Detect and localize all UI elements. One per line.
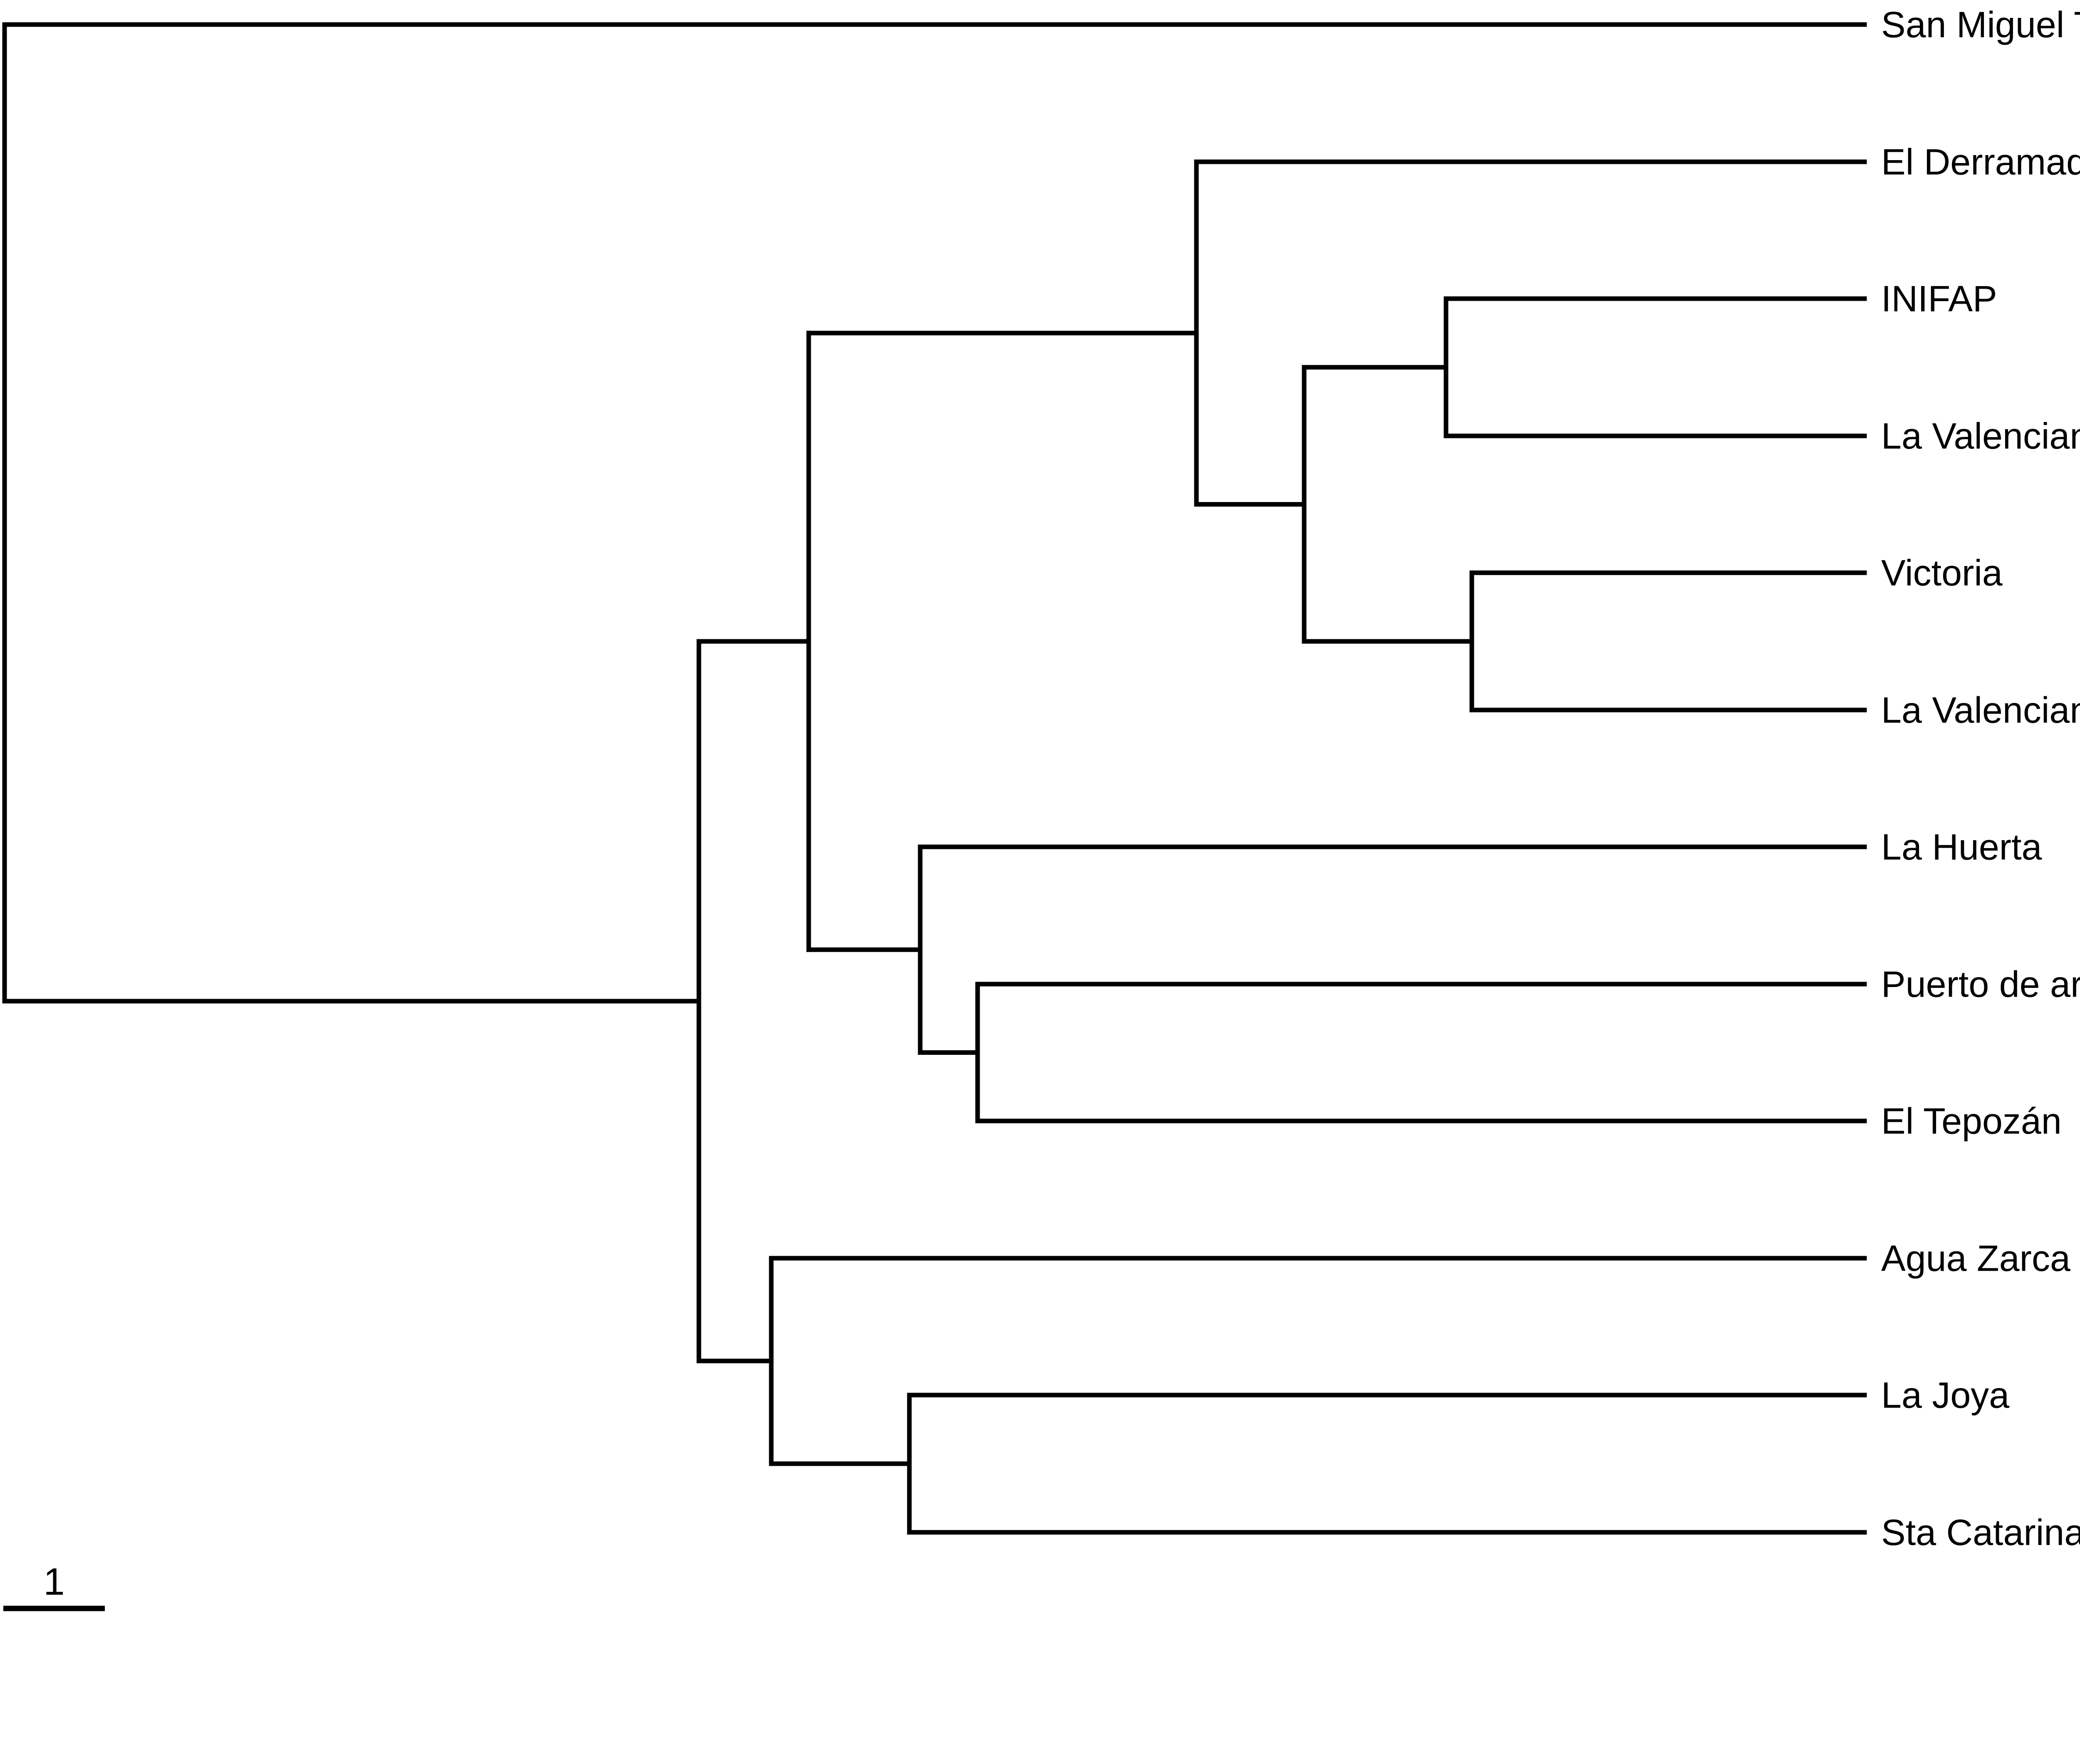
tree-branches: [2, 22, 1867, 1535]
scale-bar-label: 1: [43, 1561, 64, 1603]
taxon-label: Victoria: [1881, 552, 2003, 594]
taxon-label: La Joya: [1881, 1375, 2009, 1416]
tip-labels: San Miguel Tlaixpan El DerramaderoINIFAP L…: [1881, 4, 2080, 1553]
taxon-label: La Huerta: [1881, 826, 2042, 868]
taxon-label: El Derramadero: [1881, 141, 2080, 183]
taxon-label: INIFAP: [1881, 278, 1997, 319]
taxon-label: La Valenciana2: [1881, 416, 2080, 457]
taxon-label: Agua Zarca: [1881, 1238, 2070, 1279]
taxon-label: Puerto de ardillas: [1881, 964, 2080, 1005]
taxon-label: Sta Catarina del Monte: [1881, 1512, 2080, 1553]
taxon-label: La Valenciana1: [1881, 690, 2080, 731]
taxon-label: San Miguel Tlaixpan: [1881, 4, 2080, 45]
scale-bar: 1: [3, 1561, 105, 1611]
taxon-label: El Tepozán: [1881, 1101, 2062, 1142]
